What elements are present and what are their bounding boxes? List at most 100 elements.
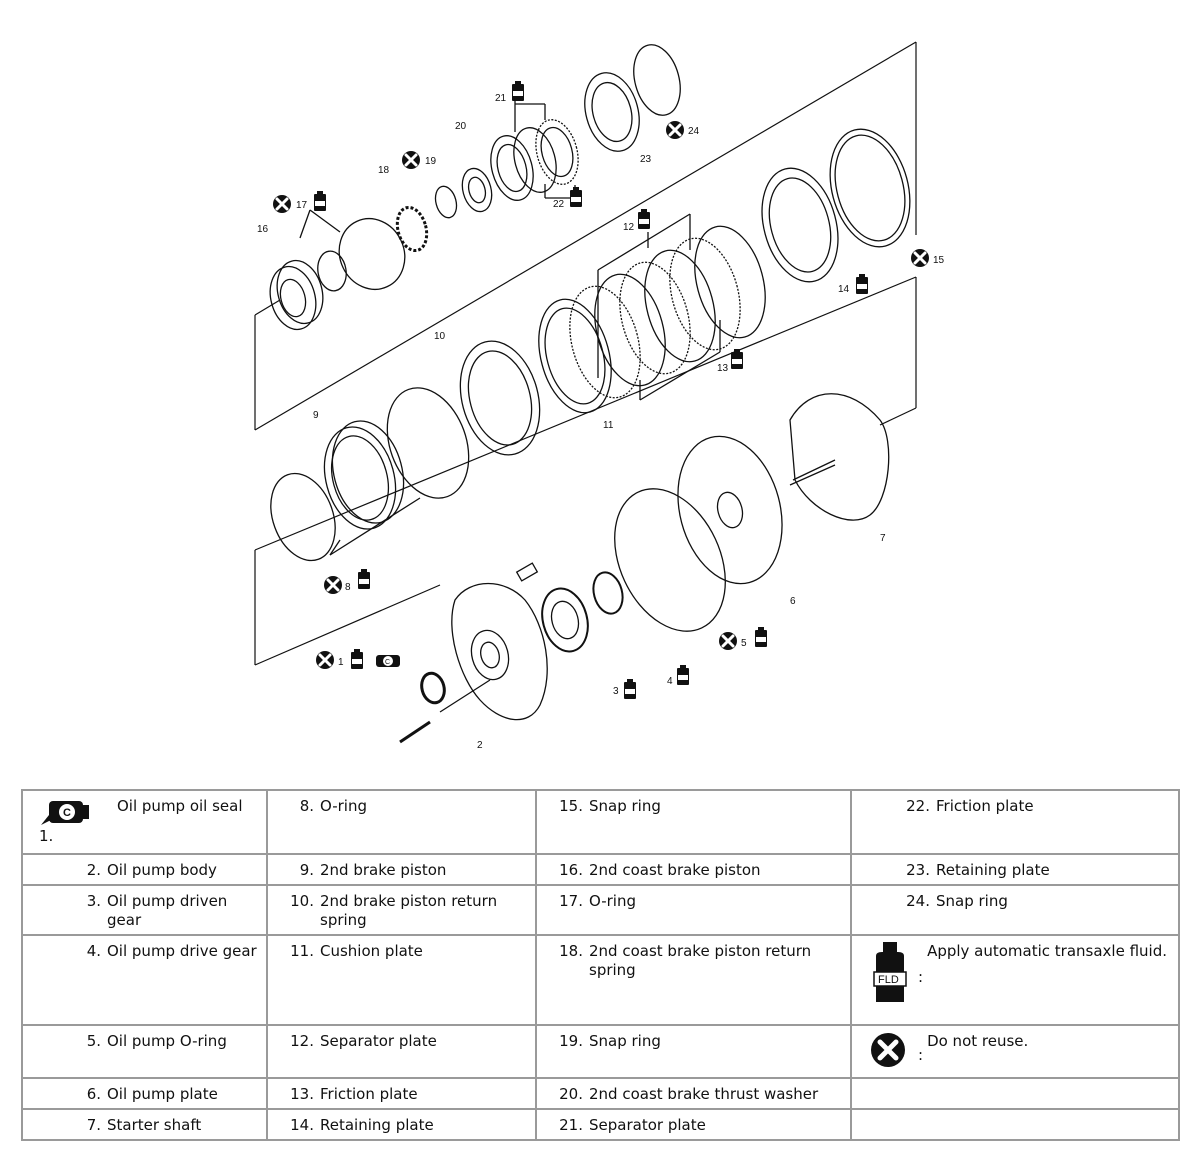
legend-number: 22. <box>906 797 930 815</box>
fluid-bottle-icon: FLD <box>873 942 907 1002</box>
callout-2: 2 <box>477 740 483 751</box>
legend-label: Friction plate <box>936 797 1034 815</box>
legend-cell: 11.Cushion plate <box>266 934 537 1026</box>
callout-3: 3 <box>613 686 619 697</box>
legend-label: Retaining plate <box>936 861 1050 879</box>
callout-14: 14 <box>838 284 850 295</box>
oil-pump-parts <box>399 393 890 744</box>
legend-number: 12. <box>290 1032 314 1050</box>
legend-label: Separator plate <box>320 1032 437 1050</box>
snap-ring-15 <box>829 128 911 248</box>
legend-label: Do not reuse. <box>927 1032 1029 1050</box>
callout-21: 21 <box>495 93 507 104</box>
callout-13: 13 <box>717 363 729 374</box>
legend-cell: 13.Friction plate <box>266 1077 537 1110</box>
oil-pump-o-ring <box>614 488 726 632</box>
snap-ring-19 <box>434 185 458 219</box>
legend-cell: 14.Retaining plate <box>266 1108 537 1141</box>
legend-cell: 5. Oil pump O-ring <box>21 1024 268 1079</box>
legend-label: Retaining plate <box>320 1116 434 1134</box>
retaining-plate-23 <box>584 72 640 152</box>
callout-22: 22 <box>553 199 565 210</box>
legend-cell: 10. 2nd brake piston return spring <box>266 884 537 936</box>
legend-cell: 2.Oil pump body <box>21 853 268 886</box>
legend-cell: 22. Friction plate <box>850 789 1180 855</box>
svg-text:C: C <box>385 659 390 666</box>
legend-label: 2nd coast brake thrust washer <box>589 1085 819 1103</box>
seal-press-marker: C <box>376 655 400 667</box>
legend-number: 9. <box>299 861 314 879</box>
legend-label: Separator plate <box>589 1116 706 1134</box>
legend-number: 5. <box>86 1032 101 1050</box>
legend-cell: 8.O-ring <box>266 789 537 855</box>
legend-label: 2nd coast brake piston <box>589 861 761 879</box>
fluid-markers <box>314 81 868 699</box>
legend-cell: C 1. Oil pump oil seal <box>21 789 268 855</box>
legend-cell-empty <box>850 1108 1180 1141</box>
legend-row: C 1. Oil pump oil seal 8.O-ring 15.Snap … <box>21 789 1180 855</box>
callout-6: 6 <box>790 596 796 607</box>
legend-row: 5. Oil pump O-ring 12. Separator plate 19.… <box>21 1024 1180 1079</box>
legend-number: 7. <box>86 1116 101 1134</box>
legend-label: Snap ring <box>589 1032 661 1050</box>
o-ring-17-large <box>338 218 406 290</box>
return-spring-18 <box>395 205 429 253</box>
seal-press-icon: C <box>41 801 89 825</box>
parts-legend-table: C 1. Oil pump oil seal 8.O-ring 15.Snap … <box>21 789 1180 1141</box>
legend-cell: 24.Snap ring <box>850 884 1180 936</box>
legend-label: 2nd brake piston return spring <box>320 892 498 929</box>
callout-19: 19 <box>425 156 437 167</box>
frame-lines <box>254 41 917 666</box>
legend-cell: 7.Starter shaft <box>21 1108 268 1141</box>
legend-number: 17. <box>559 892 583 910</box>
callout-23: 23 <box>640 154 652 165</box>
callout-7: 7 <box>880 533 886 544</box>
legend-cell: 12. Separator plate <box>266 1024 537 1079</box>
legend-cell: 21.Separator plate <box>535 1108 852 1141</box>
snap-ring-24 <box>633 44 681 116</box>
legend-cell: 16. 2nd coast brake piston <box>535 853 852 886</box>
legend-label: Oil pump drive gear <box>107 942 257 960</box>
driven-gear <box>541 587 589 653</box>
legend-row: 2.Oil pump body 9. 2nd brake piston 16. 2n… <box>21 853 1180 886</box>
callout-1: 1 <box>338 657 344 668</box>
oil-seal <box>420 671 446 705</box>
legend-number: 13. <box>290 1085 314 1103</box>
legend-cell-empty <box>850 1077 1180 1110</box>
starter-shaft <box>789 393 890 521</box>
legend-label: Snap ring <box>589 797 661 815</box>
legend-number: 19. <box>559 1032 583 1050</box>
legend-cell: 17.O-ring <box>535 884 852 936</box>
legend-number: 10. <box>290 892 314 910</box>
cushion-plate-11 <box>538 298 612 414</box>
callout-15: 15 <box>933 255 945 266</box>
legend-row: 3.Oil pump driven gear 10. 2nd brake pist… <box>21 884 1180 936</box>
legend-cell: 20.2nd coast brake thrust washer <box>535 1077 852 1110</box>
symbol-colon: : <box>918 1046 924 1064</box>
legend-label: Oil pump O-ring <box>107 1032 227 1050</box>
legend-label: 2nd brake piston <box>320 861 447 879</box>
legend-cell: 9. 2nd brake piston <box>266 853 537 886</box>
coast-brake-piston <box>269 265 317 331</box>
legend-cell: 18.2nd coast brake piston return spring <box>535 934 852 1026</box>
callout-17: 17 <box>296 200 308 211</box>
callout-20: 20 <box>455 121 467 132</box>
callout-4: 4 <box>667 676 673 687</box>
legend-label: Oil pump oil seal <box>117 797 243 815</box>
callout-5: 5 <box>741 638 747 649</box>
legend-number: 4. <box>86 942 101 960</box>
legend-label: Oil pump plate <box>107 1085 218 1103</box>
friction-plate-22 <box>535 119 579 185</box>
legend-cell: 3.Oil pump driven gear <box>21 884 268 936</box>
legend-cell: 19. Snap ring <box>535 1024 852 1079</box>
legend-row: 4. Oil pump drive gear 11.Cushion plate 1… <box>21 934 1180 1026</box>
thrust-washer-20 <box>461 167 493 213</box>
brake-clutch-pack <box>270 128 911 562</box>
legend-number: 16. <box>559 861 583 879</box>
do-not-reuse-icon <box>871 1033 905 1067</box>
legend-cell: FLD : Apply automatic transaxle fluid. <box>850 934 1180 1026</box>
o-ring-8-small <box>270 472 336 562</box>
legend-cell: 23.Retaining plate <box>850 853 1180 886</box>
o-ring-8-large <box>386 387 470 499</box>
callout-8: 8 <box>345 582 351 593</box>
